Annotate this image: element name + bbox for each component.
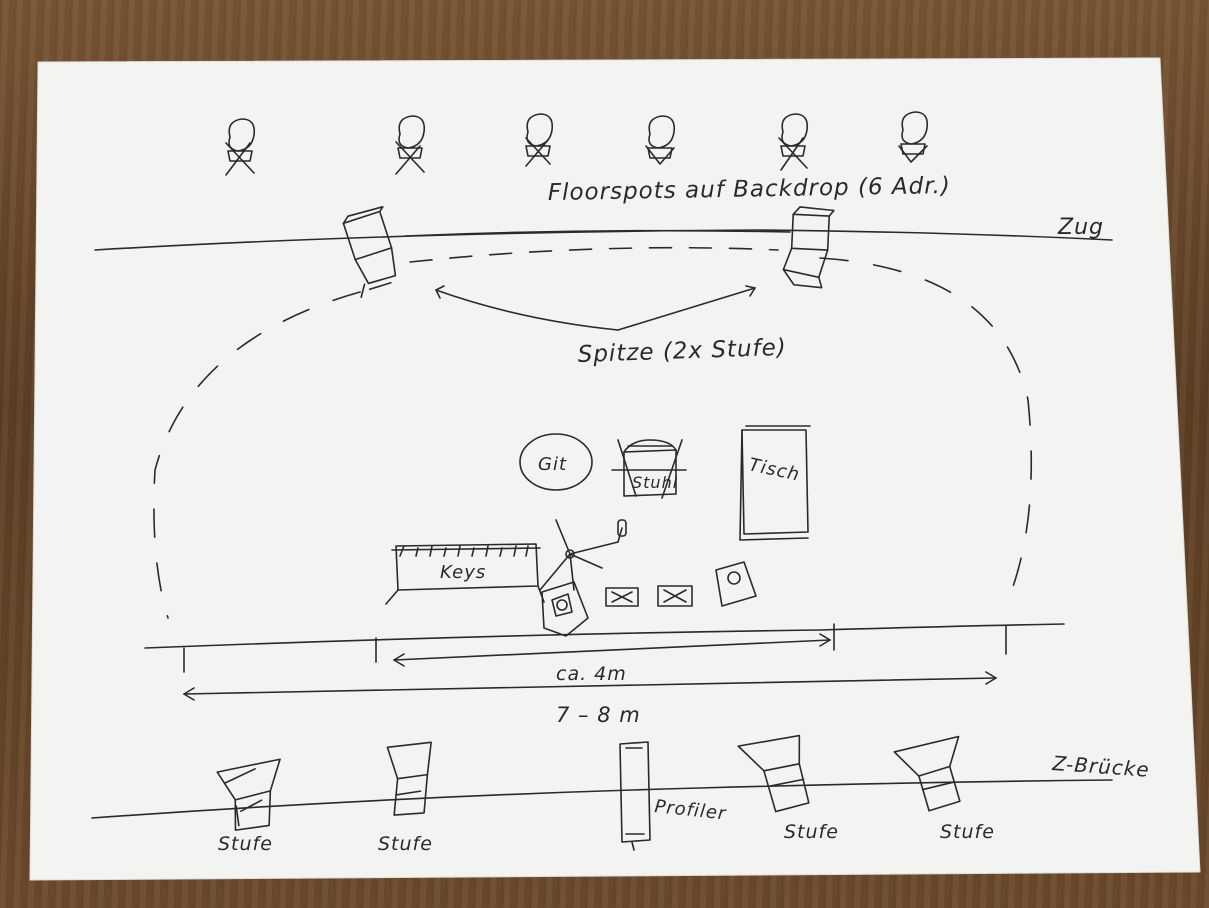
profiler-icon bbox=[619, 741, 651, 851]
dashed-light-field bbox=[153, 291, 361, 619]
mic-stand-icon bbox=[539, 519, 627, 591]
floorspot-icon bbox=[778, 113, 809, 171]
floorspot-icon bbox=[395, 115, 426, 175]
di-box-icon bbox=[657, 585, 693, 607]
paper-sheet bbox=[29, 57, 1201, 881]
guitar-amp-icon bbox=[519, 433, 593, 491]
bruecke-pipe-line bbox=[91, 779, 1113, 819]
spitze-arrow-left bbox=[435, 289, 619, 331]
stage-front-line bbox=[144, 623, 1065, 649]
floorspot-icon bbox=[225, 118, 256, 176]
stufe-lamp-icon bbox=[893, 735, 961, 812]
di-box-icon bbox=[605, 587, 639, 607]
keys-label: Keys bbox=[440, 562, 486, 583]
zug-pipe-line-2 bbox=[404, 229, 791, 237]
git-label: Git bbox=[538, 454, 567, 475]
stufe-label-3: Stufe bbox=[784, 821, 839, 843]
stufe-lamp-icon bbox=[737, 734, 810, 813]
stufe-lamp-icon bbox=[342, 205, 397, 299]
dimension-inner-label: ca. 4m bbox=[556, 663, 627, 685]
zug-label: Zug bbox=[1057, 215, 1104, 240]
monitor-wedge-icon bbox=[541, 581, 589, 637]
stufe-label-1: Stufe bbox=[218, 833, 273, 855]
dimension-outer-label: 7 – 8 m bbox=[556, 703, 641, 727]
chair-icon bbox=[611, 439, 687, 499]
stufe-lamp-icon bbox=[386, 741, 432, 816]
stufe-label-4: Stufe bbox=[940, 821, 995, 843]
table-icon bbox=[739, 425, 811, 541]
keyboard-icon bbox=[385, 543, 545, 605]
floorspot-icon bbox=[645, 115, 676, 165]
stufe-label-2: Stufe bbox=[378, 833, 433, 855]
monitor-wedge-icon bbox=[715, 561, 757, 607]
dashed-cable-top bbox=[409, 246, 779, 263]
dimension-inner-line bbox=[393, 639, 831, 661]
stuhl-label: Stuhl bbox=[632, 473, 678, 492]
floorspot-icon bbox=[525, 113, 554, 167]
stufe-lamp-icon bbox=[782, 206, 835, 289]
spitze-arrow-right bbox=[617, 287, 756, 331]
stufe-lamp-icon bbox=[216, 758, 281, 831]
floorspot-icon bbox=[898, 111, 929, 163]
